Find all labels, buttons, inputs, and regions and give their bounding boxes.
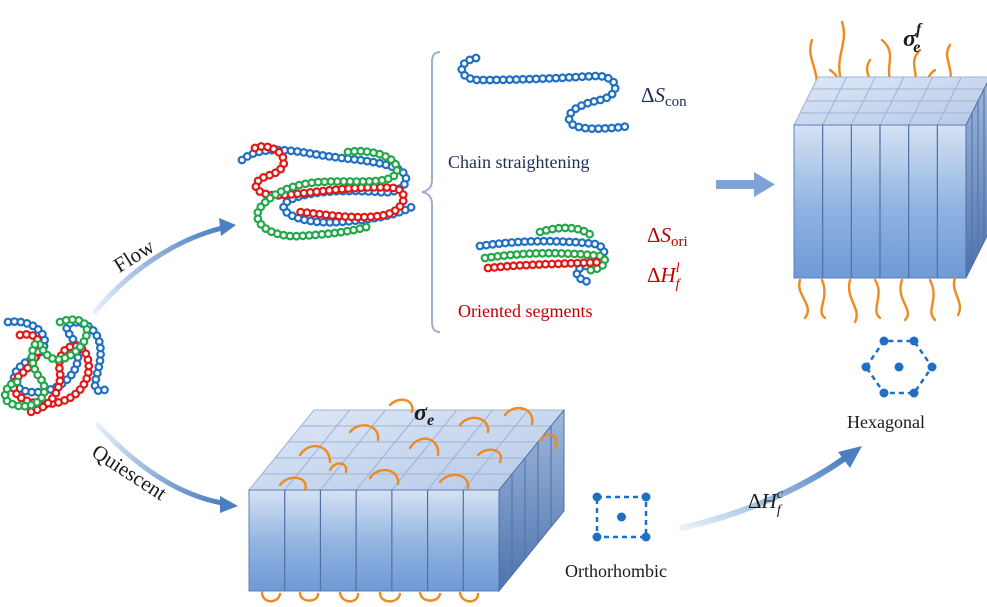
straightened-chain [457,53,630,134]
random-coil-chains [0,315,109,417]
delta-s-ori-symbol: ΔSori [647,223,688,250]
hexagonal-label: Hexagonal [847,412,925,432]
orthorhombic-cell-icon [592,492,651,542]
quiescent-arrow [95,422,238,513]
to-fibril-arrow [716,172,775,197]
delta-s-con-symbol: ΔScon [641,83,687,110]
bracket [421,51,441,333]
fibril-crystal [793,20,987,324]
entangled-chains [237,142,416,241]
oriented-segments-label: Oriented segments [458,301,592,321]
oriented-chain-segments [475,223,610,286]
lamellar-crystal [247,398,566,603]
quiescent-label: Quiescent [88,439,172,505]
sigma-e-symbol: σe [414,400,434,429]
chain-straightening-label: Chain straightening [448,152,589,172]
flow-arrow [92,218,236,315]
ortho-to-hex-arrow [679,446,862,531]
orthorhombic-label: Orthorhombic [565,561,667,581]
hexagonal-cell-icon [861,336,937,398]
